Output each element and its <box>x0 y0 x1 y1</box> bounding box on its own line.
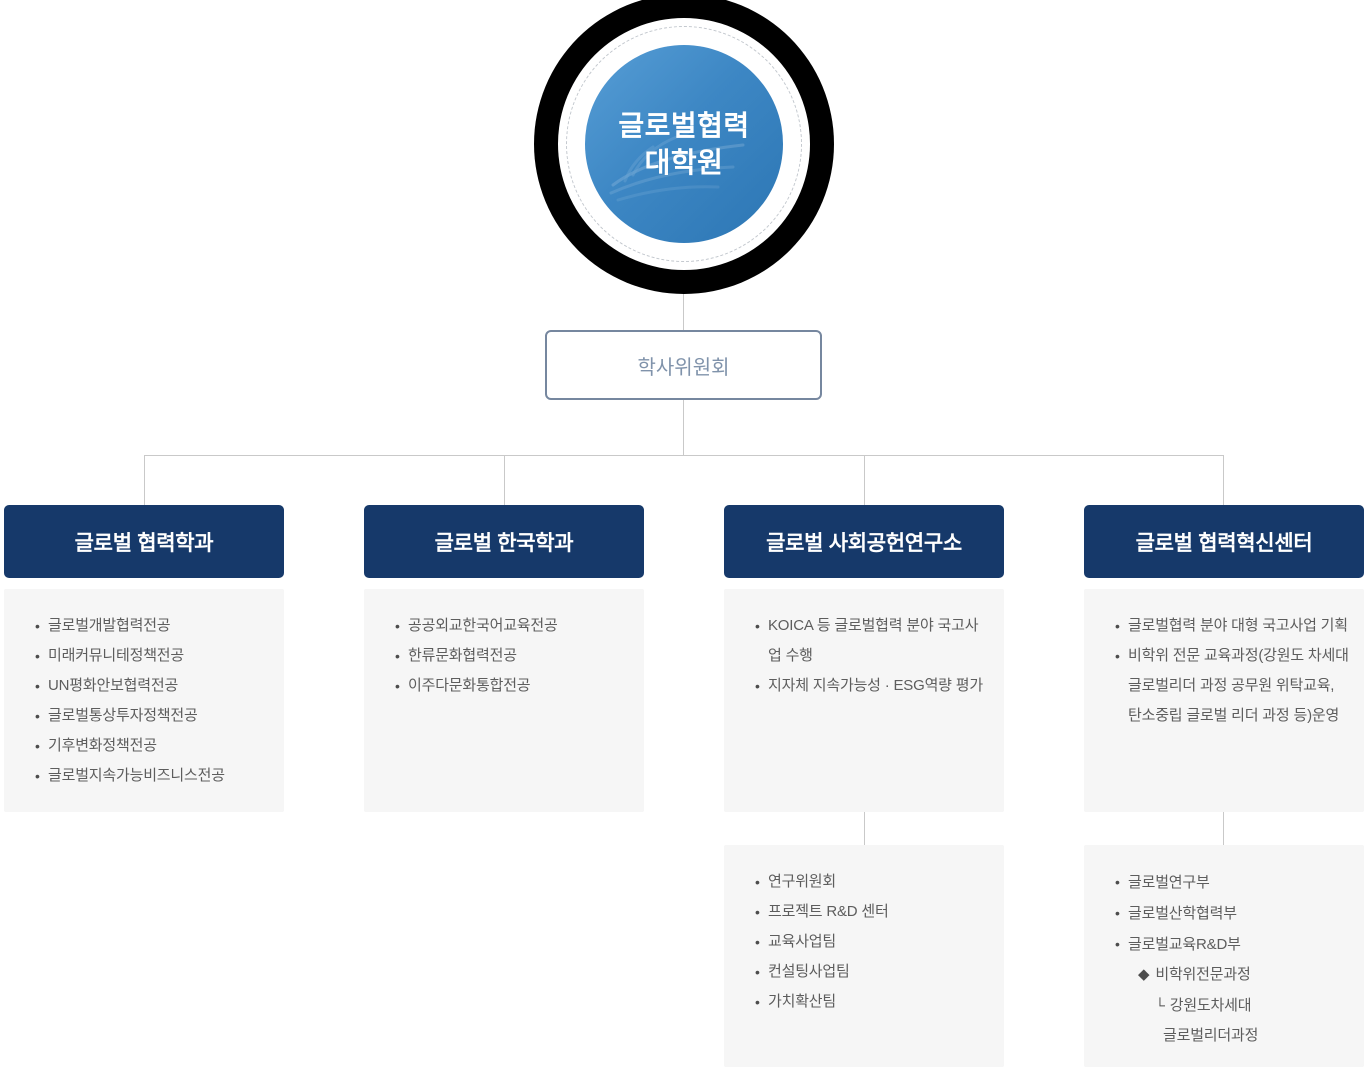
division-label: 글로벌교육R&D부 <box>1128 936 1241 953</box>
program-item: UN평화안보협력전공 <box>35 671 270 701</box>
column-global-korean-dept: 글로벌 한국학과 <box>364 505 644 578</box>
program-item: 글로벌개발협력전공 <box>35 611 270 641</box>
diamond-marker: ◆ <box>1138 966 1150 983</box>
division-item: └강원도차세대 <box>1155 990 1354 1021</box>
program-item: 공공외교한국어교육전공 <box>395 611 630 641</box>
bullet-marker: • <box>1115 874 1120 890</box>
dept-header-3: 글로벌 사회공헌연구소 <box>724 505 1004 578</box>
program-item: 지자체 지속가능성 · ESG역량 평가 <box>755 671 990 701</box>
connector-root-to-committee <box>683 265 684 330</box>
committee-label: 학사위원회 <box>637 356 730 379</box>
program-item: 글로벌협력 분야 대형 국고사업 기획 <box>1115 611 1350 641</box>
panel-col2-programs: 공공외교한국어교육전공 한류문화협력전공 이주다문화통합전공 <box>364 589 644 812</box>
bullet-marker: • <box>1115 936 1120 952</box>
team-item: 가치확산팀 <box>755 987 990 1017</box>
panel-col3-teams: 연구위원회 프로젝트 R&D 센터 교육사업팀 컨설팅사업팀 가치확산팀 <box>724 845 1004 1067</box>
program-item: 이주다문화통합전공 <box>395 671 630 701</box>
program-item: 기후변화정책전공 <box>35 731 270 761</box>
wing-swoosh-icon <box>609 131 745 202</box>
dept-header-2: 글로벌 한국학과 <box>364 505 644 578</box>
root-dashed-ring <box>566 26 802 262</box>
dept-header-4: 글로벌 협력혁신센터 <box>1084 505 1364 578</box>
root-node: 글로벌협력 대학원 <box>534 0 834 294</box>
program-item: 글로벌지속가능비즈니스전공 <box>35 761 270 791</box>
connector-horizontal <box>144 455 1224 456</box>
connector-committee-down <box>683 400 684 455</box>
dept-header-2-label: 글로벌 한국학과 <box>434 531 574 555</box>
bullet-marker: • <box>1115 905 1120 921</box>
division-item: • 글로벌연구부 <box>1115 867 1354 898</box>
division-item: ◆ 비학위전문과정 <box>1138 960 1354 990</box>
dept-header-1: 글로벌 협력학과 <box>4 505 284 578</box>
division-label: 글로벌연구부 <box>1128 874 1210 891</box>
root-title: 글로벌협력 대학원 <box>618 107 749 181</box>
program-item: 한류문화협력전공 <box>395 641 630 671</box>
connector-drop-col1 <box>144 455 145 505</box>
division-label: 강원도차세대 <box>1169 997 1252 1014</box>
division-item: • 글로벌교육R&D부 <box>1115 929 1354 960</box>
column-social-contribution-institute: 글로벌 사회공헌연구소 <box>724 505 1004 578</box>
division-item: 글로벌리더과정 <box>1163 1021 1354 1051</box>
committee-box: 학사위원회 <box>545 330 822 400</box>
dept-header-1-label: 글로벌 협력학과 <box>74 531 214 555</box>
division-label: 글로벌리더과정 <box>1163 1027 1259 1044</box>
team-item: 교육사업팀 <box>755 927 990 957</box>
program-item: 비학위 전문 교육과정(강원도 차세대 글로벌리더 과정 공무원 위탁교육, 탄… <box>1115 641 1350 731</box>
panel-col4-programs: 글로벌협력 분야 대형 국고사업 기획 비학위 전문 교육과정(강원도 차세대 … <box>1084 589 1364 812</box>
dept-header-4-label: 글로벌 협력혁신센터 <box>1135 531 1313 555</box>
program-item: 글로벌통상투자정책전공 <box>35 701 270 731</box>
connector-col4-subpanel <box>1223 812 1224 845</box>
connector-drop-col2 <box>504 455 505 505</box>
division-item: • 글로벌산학협력부 <box>1115 898 1354 929</box>
connector-drop-col4 <box>1223 455 1224 505</box>
panel-col1-programs: 글로벌개발협력전공 미래커뮤니테정책전공 UN평화안보협력전공 글로벌통상투자정… <box>4 589 284 812</box>
division-label: 글로벌산학협력부 <box>1128 905 1237 922</box>
team-item: 연구위원회 <box>755 867 990 897</box>
connector-col3-subpanel <box>864 812 865 845</box>
root-blue-disc: 글로벌협력 대학원 <box>585 45 783 243</box>
column-global-cooperation-dept: 글로벌 협력학과 <box>4 505 284 578</box>
corner-marker: └ <box>1155 997 1165 1013</box>
program-item: 미래커뮤니테정책전공 <box>35 641 270 671</box>
dept-header-3-label: 글로벌 사회공헌연구소 <box>766 531 962 555</box>
column-cooperation-innovation-center: 글로벌 협력혁신센터 <box>1084 505 1364 578</box>
root-title-line2: 대학원 <box>644 147 724 178</box>
root-title-line1: 글로벌협력 <box>618 110 750 141</box>
panel-col3-programs: KOICA 등 글로벌협력 분야 국고사업 수행 지자체 지속가능성 · ESG… <box>724 589 1004 812</box>
division-label: 비학위전문과정 <box>1155 966 1251 983</box>
team-item: 컨설팅사업팀 <box>755 957 990 987</box>
team-item: 프로젝트 R&D 센터 <box>755 897 990 927</box>
connector-drop-col3 <box>864 455 865 505</box>
program-item: KOICA 등 글로벌협력 분야 국고사업 수행 <box>755 611 990 671</box>
panel-col4-divisions: • 글로벌연구부 • 글로벌산학협력부 • 글로벌교육R&D부 ◆ 비학위전문과정 └강… <box>1084 845 1364 1067</box>
